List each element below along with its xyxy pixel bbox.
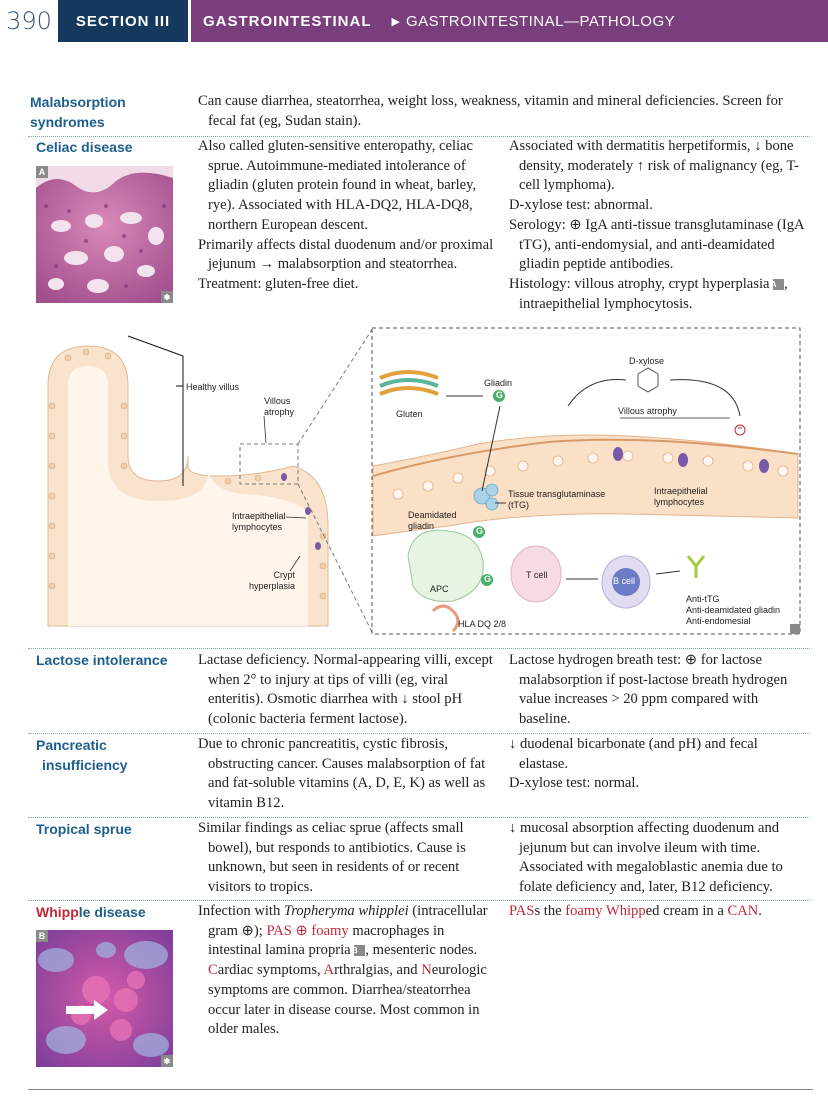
celiac-left-text: Also called gluten-sensitive enteropathy…: [198, 138, 494, 292]
celiac-heading: Celiac disease: [36, 139, 133, 155]
photo-tag: A: [36, 166, 48, 178]
divider: [28, 900, 810, 901]
whipple-text: Infection with Tropheryma whipplei (intr…: [198, 903, 488, 1038]
apc-g-label: G: [484, 574, 492, 584]
deamidated-gliadin-label: Deamidated gliadin: [408, 510, 457, 531]
pancreatic-left-text: Due to chronic pancreatitis, cystic fibr…: [198, 736, 486, 812]
celiac-histology-image: A ✱: [36, 166, 173, 303]
intraepithelial-lymphocytes-label: Intraepithelial lymphocytes: [232, 511, 286, 532]
tissue-transglutaminase-label: Tissue transglutaminase (tTG): [508, 489, 606, 510]
gluten-label: Gluten: [396, 409, 423, 419]
anti-ttg-label: Anti-tTG: [686, 594, 720, 604]
page-number: 390: [0, 0, 58, 42]
image-ref-tag: B: [352, 945, 366, 957]
intraepithelial-lymphocytes-label-2: Intraepithelial lymphocytes: [654, 486, 708, 507]
healthy-villus-label: Healthy villus: [186, 382, 240, 392]
gliadin-g-label: G: [496, 390, 504, 400]
triangle-right-icon: ▶: [391, 15, 400, 28]
deamidated-g-label: G: [476, 526, 484, 536]
tropical-right-text: ↓ mucosal absorption affecting duodenum …: [509, 820, 783, 896]
divider: [28, 817, 810, 818]
breadcrumb: GASTROINTESTINAL—PATHOLOGY: [405, 12, 676, 30]
crypt-hyperplasia-label: Crypt hyperplasia: [248, 570, 295, 591]
asterisk-icon: ✱: [161, 1055, 173, 1067]
pancreatic-heading: Pancreatic insufficiency: [36, 737, 128, 773]
anti-gliadin-label: Anti-deamidated gliadin: [686, 605, 781, 615]
b-cell-label: B cell: [613, 576, 636, 586]
malabsorption-heading: Malabsorption syndromes: [30, 94, 126, 130]
tropical-left-text: Similar findings as celiac sprue (affect…: [198, 820, 466, 896]
d-xylose-label: D-xylose: [629, 356, 665, 366]
hla-label: HLA DQ 2/8: [458, 619, 507, 629]
anti-endomesial-label: Anti-endomesial: [686, 616, 751, 626]
footer-rule: [28, 1089, 813, 1090]
divider: [28, 136, 810, 137]
tropical-heading: Tropical sprue: [36, 821, 132, 837]
celiac-pathogenesis-diagram: Healthy villus Villous atrophy Intraepit…: [28, 326, 810, 638]
whipple-heading: Whipple disease: [36, 904, 146, 920]
t-cell-label: T cell: [526, 570, 548, 580]
pancreatic-right-text: ↓ duodenal bicarbonate (and pH) and feca…: [509, 736, 758, 792]
page-header: 390 SECTION III GASTROINTESTINAL ▶ GASTR…: [0, 0, 828, 42]
inhibition-minus: −: [737, 423, 743, 433]
whipple-mnemonic: PASs the foamy Whipped cream in a CAN.: [509, 903, 762, 919]
photo-tag: B: [36, 930, 48, 942]
asterisk-icon: ✱: [161, 291, 173, 303]
chapter-bar: GASTROINTESTINAL ▶ GASTROINTESTINAL—PATH…: [191, 0, 828, 42]
apc-label: APC: [430, 584, 449, 594]
whipple-histology-image: B ✱: [36, 930, 173, 1067]
divider: [28, 733, 810, 734]
malabsorption-text: Can cause diarrhea, steatorrhea, weight …: [198, 93, 783, 129]
divider: [28, 648, 810, 649]
gliadin-label: Gliadin: [484, 378, 513, 388]
lactose-right-text: Lactose hydrogen breath test: ⊕ for lact…: [509, 652, 788, 728]
image-ref-tag: A: [771, 278, 785, 290]
chapter-title: GASTROINTESTINAL: [203, 12, 372, 30]
section-label: SECTION III: [58, 0, 188, 42]
lactose-left-text: Lactase deficiency. Normal-appearing vil…: [198, 652, 493, 728]
villous-atrophy-label: Villous atrophy: [264, 396, 295, 417]
villous-atrophy-label-2: Villous atrophy: [618, 406, 677, 416]
lactose-heading: Lactose intolerance: [36, 652, 168, 668]
celiac-right-text: Associated with dermatitis herpetiformis…: [509, 138, 804, 312]
